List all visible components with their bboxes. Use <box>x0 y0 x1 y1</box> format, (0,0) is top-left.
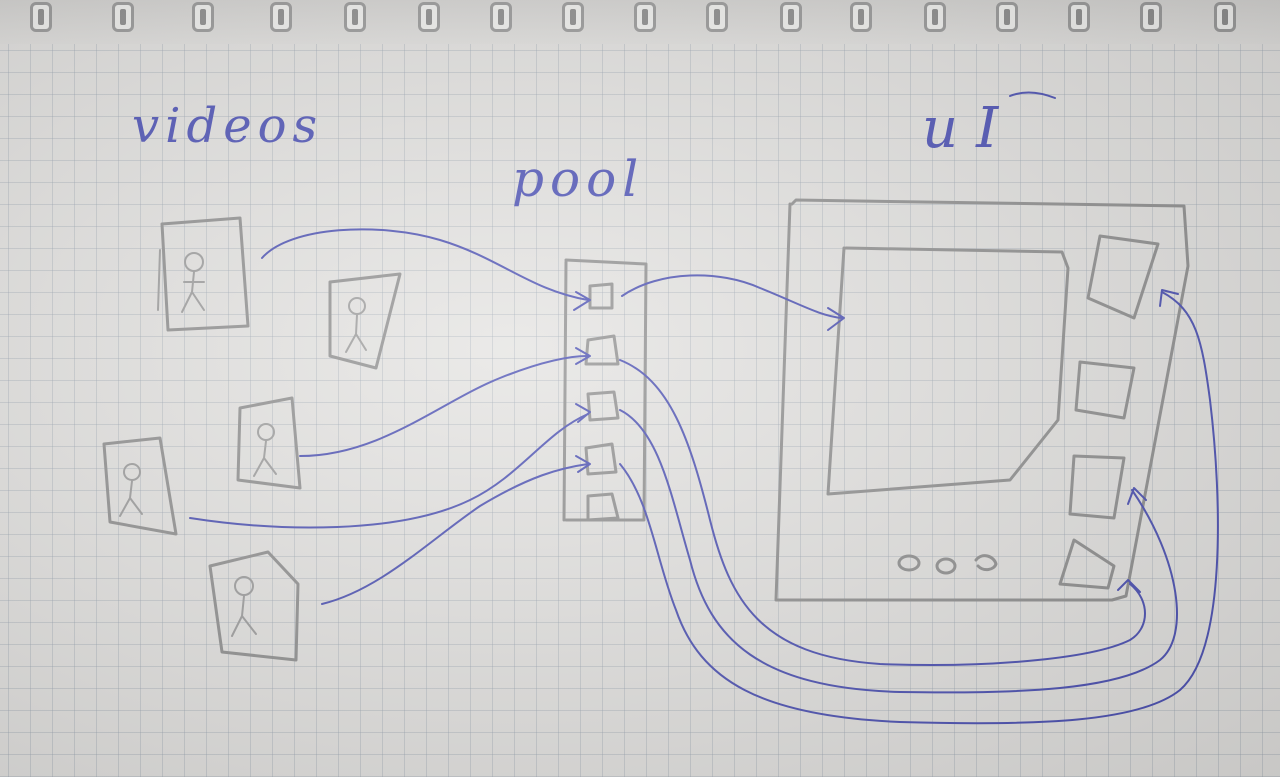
ui-frame <box>774 198 1190 602</box>
binding-ring <box>996 2 1018 32</box>
ui-dots <box>897 554 998 575</box>
binding-ring <box>706 2 728 32</box>
ui-thumbnail-2 <box>1074 360 1136 420</box>
pool-slot-1 <box>588 282 614 310</box>
video-thumbnail-3 <box>236 396 302 490</box>
ui-thumbnail-4 <box>1058 538 1116 590</box>
ui-label: uI <box>922 96 1017 161</box>
arrow-pool-to-ui-thumbnail-1 <box>619 289 1219 725</box>
pool-slot-4 <box>584 442 618 476</box>
arrow-video4-to-pool <box>189 403 591 529</box>
pool-label: pool <box>512 150 645 208</box>
arrow-pool-to-main-view <box>621 274 845 331</box>
video-thumbnail-2 <box>328 272 402 370</box>
arrow-video5-to-pool <box>321 455 591 605</box>
ui-thumbnail-3 <box>1068 454 1126 520</box>
spiral-binding <box>0 0 1280 44</box>
pool-slot-5 <box>586 492 620 522</box>
video-thumbnail-5 <box>208 550 300 662</box>
binding-ring <box>1140 2 1162 32</box>
videos-label: videos <box>132 98 324 154</box>
ui-label-stroke <box>1009 91 1056 99</box>
arrow-pool-to-ui-thumbnail-3 <box>619 409 1178 694</box>
binding-ring <box>192 2 214 32</box>
binding-ring <box>1214 2 1236 32</box>
binding-ring <box>270 2 292 32</box>
binding-ring <box>30 2 52 32</box>
video-thumbnail-1 <box>157 216 250 332</box>
binding-ring <box>562 2 584 32</box>
binding-ring <box>344 2 366 32</box>
ui-thumbnail-1 <box>1086 234 1160 320</box>
binding-ring <box>634 2 656 32</box>
arrow-pool-to-ui-thumbnail-4 <box>619 359 1146 666</box>
binding-ring <box>1068 2 1090 32</box>
video-thumbnail-4 <box>102 436 178 536</box>
arrow-video3-to-pool <box>299 347 591 457</box>
binding-ring <box>780 2 802 32</box>
pool-slot-2 <box>584 334 620 366</box>
binding-ring <box>418 2 440 32</box>
ui-main-view <box>826 246 1070 496</box>
binding-ring <box>112 2 134 32</box>
pool-column <box>562 258 648 522</box>
pool-slot-3 <box>586 390 620 422</box>
binding-ring <box>850 2 872 32</box>
arrow-video1-to-pool <box>261 228 591 311</box>
binding-ring <box>490 2 512 32</box>
binding-ring <box>924 2 946 32</box>
